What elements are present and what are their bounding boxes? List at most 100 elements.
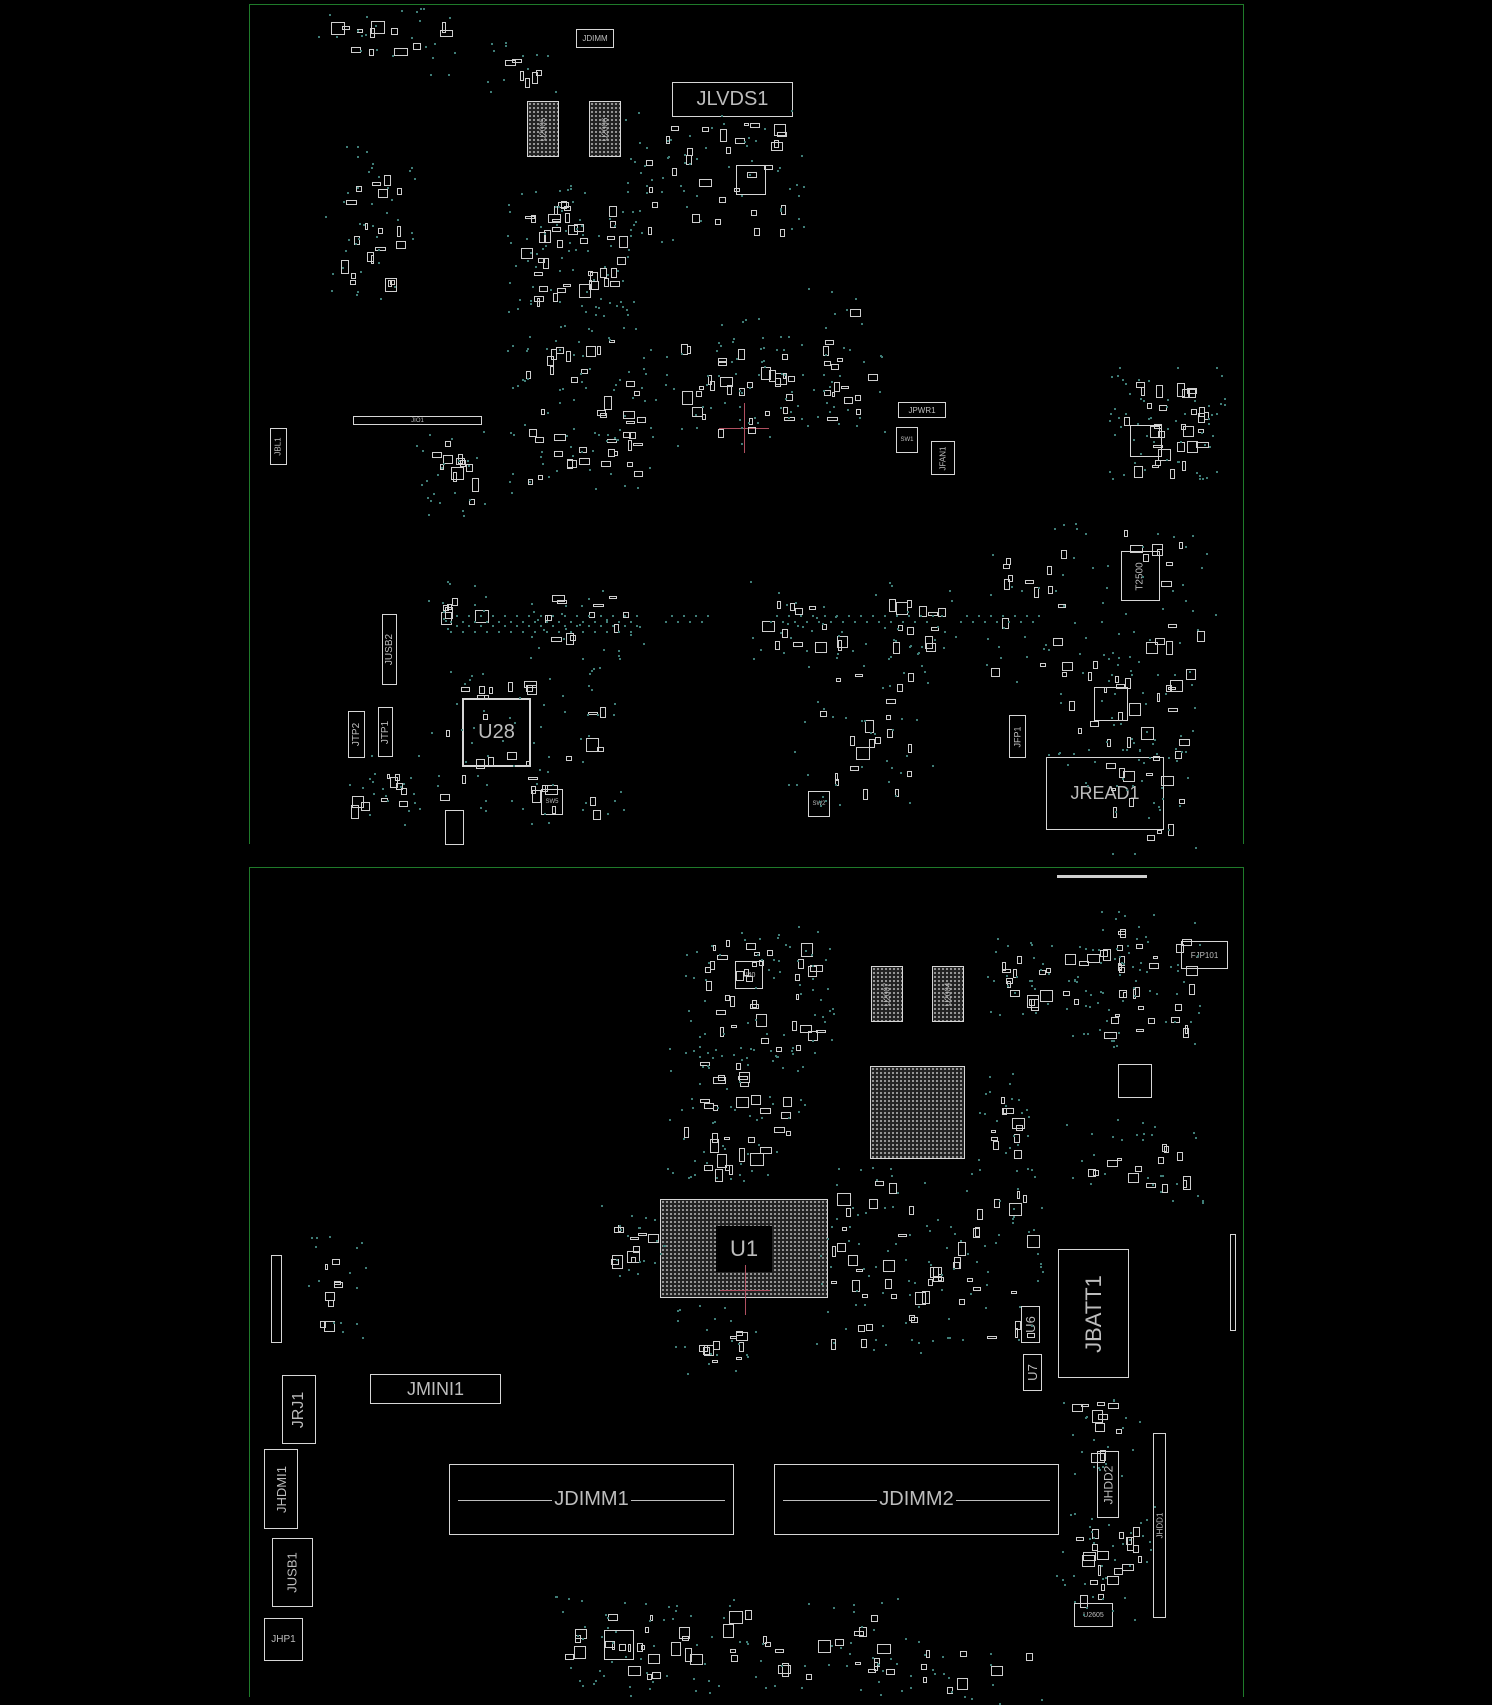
smd-component[interactable]	[898, 1233, 907, 1238]
smd-component[interactable]	[474, 610, 489, 624]
smd-component[interactable]	[324, 1263, 328, 1271]
smd-component[interactable]	[1029, 999, 1036, 1007]
smd-component[interactable]	[618, 236, 628, 249]
smd-component[interactable]	[588, 612, 595, 618]
smd-component[interactable]	[735, 1356, 743, 1361]
smd-component[interactable]	[545, 614, 552, 622]
smd-component[interactable]	[873, 1657, 880, 1667]
smd-component[interactable]	[482, 714, 489, 721]
smd-component[interactable]	[533, 295, 545, 302]
smd-component[interactable]	[1151, 544, 1163, 557]
smd-component[interactable]	[895, 788, 900, 798]
smd-component[interactable]	[850, 766, 860, 771]
smd-component[interactable]	[548, 214, 562, 223]
smd-component[interactable]	[960, 1650, 967, 1657]
smd-component[interactable]	[885, 714, 891, 721]
smd-component[interactable]	[462, 775, 467, 784]
smd-component[interactable]	[646, 1673, 652, 1680]
smd-component[interactable]	[854, 673, 864, 678]
smd-component[interactable]	[1011, 1117, 1025, 1130]
smd-component[interactable]	[713, 1076, 726, 1085]
smd-component[interactable]	[520, 71, 524, 81]
smd-component[interactable]	[888, 1183, 897, 1195]
smd-component[interactable]	[623, 431, 632, 439]
smd-component[interactable]	[1166, 561, 1173, 567]
smd-component[interactable]	[629, 1237, 639, 1241]
smd-component[interactable]	[740, 1081, 750, 1087]
smd-component[interactable]	[1123, 771, 1136, 782]
smd-component[interactable]	[747, 1136, 755, 1144]
smd-component[interactable]	[1113, 1568, 1124, 1575]
smd-component[interactable]	[775, 640, 781, 650]
connector-jusb2[interactable]: JUSB2	[382, 614, 397, 685]
connector-jlvds1[interactable]: JLVDS1	[672, 82, 793, 117]
smd-component[interactable]	[1119, 956, 1126, 966]
smd-component[interactable]	[440, 793, 451, 801]
smd-component[interactable]	[868, 373, 879, 381]
smd-component[interactable]	[972, 1287, 981, 1292]
smd-component[interactable]	[671, 167, 678, 177]
smd-component[interactable]	[930, 627, 939, 631]
smd-component[interactable]	[599, 267, 608, 279]
smd-component[interactable]	[443, 604, 449, 611]
smd-component[interactable]	[590, 797, 596, 807]
smd-component[interactable]	[750, 1153, 765, 1166]
chip-bottom-right[interactable]	[1118, 1064, 1152, 1098]
smd-component[interactable]	[1107, 738, 1112, 747]
smd-component[interactable]	[443, 455, 454, 464]
smd-component[interactable]	[819, 711, 828, 718]
smd-component[interactable]	[1024, 580, 1034, 584]
smd-component[interactable]	[1161, 581, 1172, 588]
smd-component[interactable]	[1017, 955, 1023, 965]
smd-component[interactable]	[592, 809, 601, 821]
smd-component[interactable]	[836, 1243, 846, 1252]
smd-component[interactable]	[897, 683, 903, 692]
smd-component[interactable]	[613, 623, 620, 634]
smd-component[interactable]	[716, 1154, 727, 1169]
smd-component[interactable]	[1093, 1170, 1099, 1176]
smd-component[interactable]	[1148, 1017, 1155, 1025]
smd-component[interactable]	[766, 950, 773, 957]
chip-top-right[interactable]	[1130, 425, 1162, 457]
chip-u2007[interactable]: U2007	[871, 966, 903, 1022]
smd-component[interactable]	[752, 962, 757, 968]
smd-component[interactable]	[1039, 663, 1047, 667]
smd-component[interactable]	[1098, 1413, 1109, 1421]
smd-component[interactable]	[556, 288, 566, 294]
smd-component[interactable]	[727, 385, 732, 396]
smd-component[interactable]	[866, 1323, 874, 1331]
smd-component[interactable]	[898, 625, 903, 631]
smd-component[interactable]	[976, 1209, 983, 1220]
smd-component[interactable]	[566, 633, 574, 645]
smd-component[interactable]	[1116, 1157, 1123, 1161]
smd-component[interactable]	[472, 477, 480, 492]
connector-right-vertical[interactable]	[1230, 1234, 1236, 1331]
smd-component[interactable]	[959, 1298, 966, 1305]
smd-component[interactable]	[1176, 1152, 1183, 1162]
smd-component[interactable]	[1118, 963, 1122, 971]
smd-component[interactable]	[869, 739, 876, 749]
smd-component[interactable]	[571, 376, 578, 384]
smd-component[interactable]	[350, 279, 356, 286]
smd-component[interactable]	[704, 1164, 714, 1172]
smd-component[interactable]	[841, 1227, 847, 1232]
smd-component[interactable]	[651, 1672, 662, 1680]
smd-component[interactable]	[746, 975, 754, 982]
smd-component[interactable]	[564, 206, 572, 211]
smd-component[interactable]	[390, 279, 395, 286]
smd-component[interactable]	[608, 1614, 618, 1621]
smd-component[interactable]	[698, 179, 713, 188]
chip-u28[interactable]: U28	[462, 698, 531, 767]
chip-u2004[interactable]: U2004	[932, 966, 964, 1022]
smd-component[interactable]	[460, 687, 471, 693]
smd-component[interactable]	[823, 361, 832, 366]
smd-component[interactable]	[734, 188, 741, 192]
smd-component[interactable]	[763, 165, 774, 171]
smd-component[interactable]	[775, 1649, 785, 1654]
smd-component[interactable]	[724, 1165, 730, 1172]
smd-component[interactable]	[775, 377, 782, 388]
smd-component[interactable]	[830, 364, 839, 370]
smd-component[interactable]	[906, 626, 914, 636]
smd-component[interactable]	[451, 598, 459, 607]
smd-component[interactable]	[774, 1126, 785, 1134]
